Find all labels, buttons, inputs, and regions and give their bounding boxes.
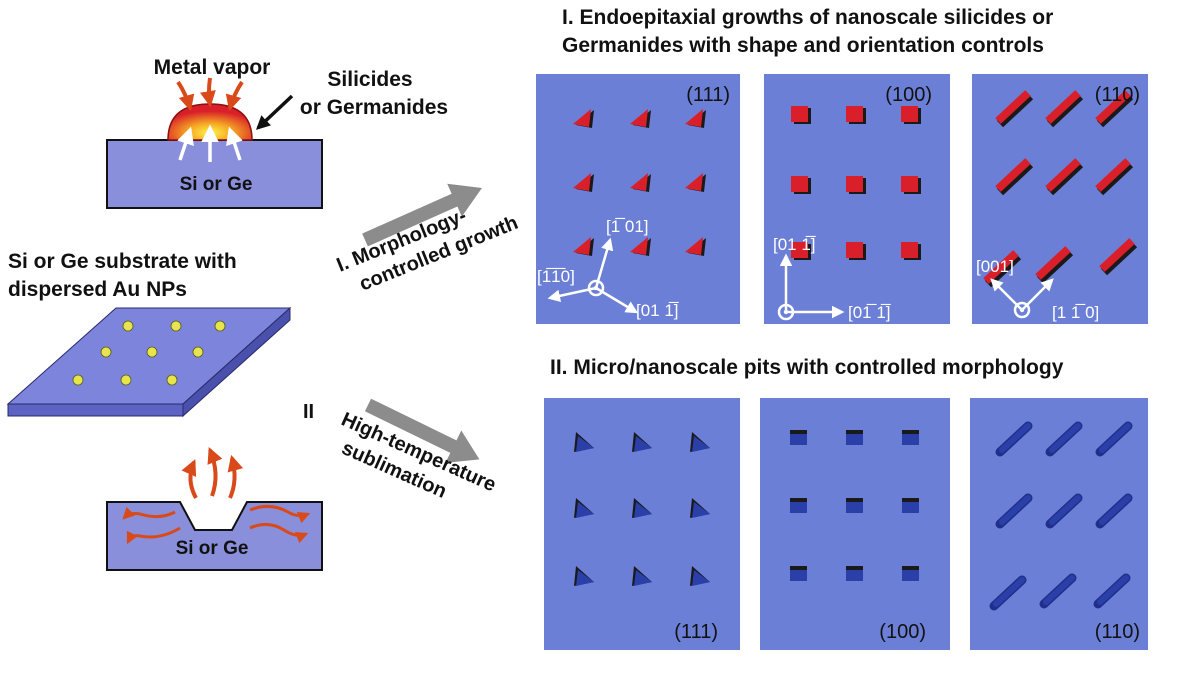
sublimation-vapor-arrows	[181, 447, 244, 499]
axis-label-001: [001]	[976, 257, 1014, 276]
top-block-label: Si or Ge	[180, 174, 253, 195]
axis-label-01-1: [01 1̅]	[636, 301, 679, 320]
panel-background	[544, 398, 740, 650]
au-nanoparticle	[192, 346, 204, 358]
section1-panel-110: [001] [1 1̅ 0] (110)	[972, 74, 1148, 324]
axis-label-1-10: [1̅1̅0]	[537, 267, 575, 286]
au-nanoparticle	[146, 346, 158, 358]
bottom-block-label: Si or Ge	[176, 538, 249, 559]
route-arrows: I. Morphology- controlled growth II High…	[303, 183, 521, 503]
diffusion-out-arrows	[122, 505, 311, 545]
au-nanoparticle	[100, 346, 112, 358]
axis-label-101: [1̅ 01]	[606, 217, 649, 236]
pit-plane-label-100: (100)	[879, 621, 926, 643]
substrate-front-face	[7, 403, 184, 417]
growth-arrow	[362, 183, 482, 247]
top-substrate-block	[106, 139, 323, 209]
section1-title-line2: Germanides with shape and orientation co…	[562, 34, 1044, 57]
substrate-label-line1: Si or Ge substrate with	[8, 250, 237, 273]
sublimation-arrow	[364, 398, 480, 463]
section1-panel-100: [01 1̅] [01̅ 1̅] (100)	[764, 74, 950, 324]
silicide-pointer-arrow	[255, 94, 294, 130]
axis-label-0-1-1: [01̅ 1̅]	[848, 303, 891, 322]
bottom-substrate-block	[106, 501, 323, 571]
metal-vapor-arrows	[176, 77, 244, 112]
pit-plane-label-110: (110)	[1095, 621, 1140, 643]
section2-panel-100: (100)	[760, 398, 950, 650]
section2-panel-110: (110)	[970, 398, 1148, 650]
section1-panel-111: [1̅1̅0] [1̅ 01] [01 1̅] (111)	[536, 74, 740, 324]
square-pits	[790, 430, 919, 581]
au-nanoparticle	[170, 320, 182, 332]
substrate-label-line2: dispersed Au NPs	[8, 278, 187, 301]
section2-panel-111: (111)	[544, 398, 740, 650]
metal-vapor-label: Metal vapor	[154, 56, 271, 79]
diffusion-arrows	[177, 124, 243, 162]
au-nanoparticles	[72, 320, 226, 386]
substrate-illustration: Si or Ge substrate with dispersed Au NPs	[6, 250, 292, 418]
plane-label-110: (110)	[1095, 84, 1140, 106]
plane-label-111: (111)	[686, 84, 730, 106]
plane-label-100: (100)	[885, 84, 932, 106]
triangle-pits	[574, 432, 710, 586]
vapor-deposition-illustration: Metal vapor Silicides or Germanides Si o…	[106, 56, 448, 209]
axis-label-1-10-rod: [1 1̅ 0]	[1052, 303, 1099, 322]
silicide-squares	[791, 106, 921, 260]
silicides-label-line2: or Germanides	[300, 96, 448, 119]
au-nanoparticle	[120, 374, 132, 386]
silicide-rods	[983, 90, 1138, 288]
section2-title: II. Micro/nanoscale pits with controlled…	[550, 356, 1064, 379]
au-nanoparticle	[72, 374, 84, 386]
silicide-triangles	[573, 109, 706, 256]
axes-100	[779, 253, 845, 319]
sublimation-illustration: Si or Ge	[106, 447, 323, 571]
substrate-side-face	[182, 306, 291, 418]
au-nanoparticle	[166, 374, 178, 386]
axis-label-01-1-vertical: [01 1̅]	[773, 235, 816, 254]
panel-background	[536, 74, 740, 324]
au-nanoparticle	[214, 320, 226, 332]
au-nanoparticle	[122, 320, 134, 332]
rod-pits	[989, 421, 1133, 611]
section1-title-line1: I. Endoepitaxial growths of nanoscale si…	[562, 6, 1053, 29]
pit-plane-label-111: (111)	[674, 621, 718, 643]
silicides-label-line1: Silicides	[327, 68, 412, 91]
route2-numeral: II	[303, 401, 314, 423]
